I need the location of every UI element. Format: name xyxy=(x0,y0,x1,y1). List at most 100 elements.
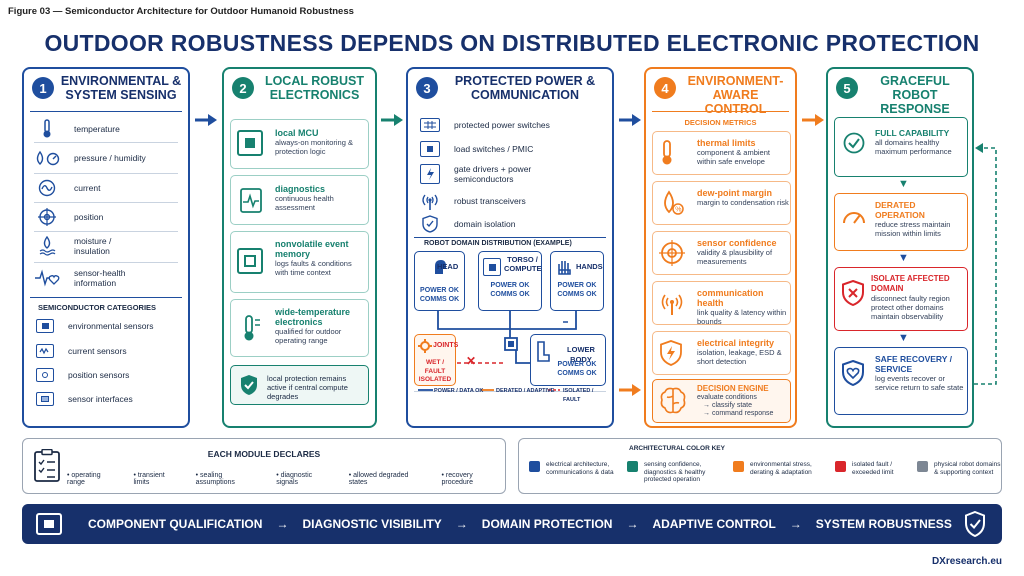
category-item: current sensors xyxy=(36,344,127,358)
chip-icon xyxy=(483,258,501,276)
declares-items: • operating range • transient limits • s… xyxy=(67,472,474,486)
column-control: 4 ENVIRONMENT-AWARE CONTROL DECISION MET… xyxy=(644,67,797,428)
sensing-item: sensor-health information xyxy=(34,266,184,290)
step-number: 1 xyxy=(32,77,54,99)
category-item: environmental sensors xyxy=(36,319,154,333)
domain-lower-body: LOWER BODY POWER OK COMMS OK xyxy=(530,334,606,386)
thermometer-icon xyxy=(659,140,675,166)
gauge-icon xyxy=(841,206,867,226)
water-drop-icon xyxy=(34,236,60,256)
column-response: 5 GRACEFUL ROBOT RESPONSE FULL CAPABILIT… xyxy=(826,67,974,428)
domain-torso: TORSO / COMPUTE POWER OK COMMS OK xyxy=(478,251,542,311)
step-number: 5 xyxy=(836,77,858,99)
credit: DXresearch.eu xyxy=(931,556,1002,567)
distribution-heading: ROBOT DOMAIN DISTRIBUTION (EXAMPLE) xyxy=(424,240,572,247)
current-wave-icon xyxy=(34,179,60,197)
sensing-item: current xyxy=(34,177,184,199)
down-arrow-icon: ▼ xyxy=(898,252,909,264)
power-item: gate drivers + power semiconductors xyxy=(420,162,564,186)
legend-fault: ISOLATED / FAULT xyxy=(563,388,594,403)
key-orange: environmental stress, derating & adaptat… xyxy=(733,461,829,476)
shield-x-icon xyxy=(841,280,865,306)
sensing-item: pressure / humidity xyxy=(34,147,184,169)
chip-icon xyxy=(420,141,440,157)
domain-head: HEAD POWER OK COMMS OK xyxy=(414,251,465,311)
target-icon xyxy=(659,240,685,266)
down-arrow-icon: ▼ xyxy=(898,332,909,344)
svg-text:%: % xyxy=(675,207,681,214)
summary-banner: COMPONENT QUALIFICATION → DIAGNOSTIC VIS… xyxy=(22,504,1002,544)
column-title: ENVIRONMENTAL & SYSTEM SENSING xyxy=(60,74,182,102)
shield-check-icon xyxy=(964,511,986,537)
step-number: 4 xyxy=(654,77,676,99)
hand-icon xyxy=(555,258,573,276)
color-key-panel: ARCHITECTURAL COLOR KEY electrical archi… xyxy=(518,438,1002,494)
chip-icon xyxy=(36,344,54,358)
power-item: domain isolation xyxy=(420,214,515,234)
pressure-gauge-icon xyxy=(34,150,60,166)
domain-hands: HANDS POWER OK COMMS OK xyxy=(550,251,604,311)
shield-check-icon xyxy=(239,374,259,396)
key-gray: physical robot domains & supporting cont… xyxy=(917,461,1001,476)
legend-ok: POWER / DATA OK xyxy=(434,388,484,394)
chip-icon xyxy=(237,130,263,156)
power-item: protected power switches xyxy=(420,116,550,134)
flow-arrow xyxy=(195,114,217,126)
switch-grid-icon xyxy=(420,118,440,132)
heartbeat-icon xyxy=(34,269,60,287)
flow-arrow xyxy=(381,114,403,126)
power-item: load switches / PMIC xyxy=(420,140,533,158)
shield-bolt-icon xyxy=(659,340,683,366)
checklist-icon xyxy=(33,449,61,483)
down-arrow-icon: ▼ xyxy=(898,178,909,190)
sensing-item: position xyxy=(34,206,184,228)
column-title: PROTECTED POWER & COMMUNICATION xyxy=(454,74,596,102)
categories-heading: SEMICONDUCTOR CATEGORIES xyxy=(38,303,157,312)
legend-derated: DERATED / ADAPTIVE xyxy=(496,388,555,394)
flow-arrow xyxy=(619,384,641,396)
column-title: ENVIRONMENT-AWARE CONTROL xyxy=(687,74,784,116)
sensing-item: temperature xyxy=(34,119,184,139)
step-number: 3 xyxy=(416,77,438,99)
declares-title: EACH MODULE DECLARES xyxy=(207,449,321,459)
memory-chip-icon xyxy=(237,248,263,274)
module-declares-panel: EACH MODULE DECLARES • operating range •… xyxy=(22,438,506,494)
crosshair-icon xyxy=(34,208,60,226)
recovery-loop-arrow xyxy=(974,143,997,385)
category-item: sensor interfaces xyxy=(36,392,133,406)
thermometer-icon xyxy=(239,314,263,342)
check-circle-icon xyxy=(843,132,865,154)
fault-cross-icon: ✕ xyxy=(466,354,477,368)
color-key-title: ARCHITECTURAL COLOR KEY xyxy=(629,445,725,452)
figure-label: Figure 03 — Semiconductor Architecture f… xyxy=(8,6,354,17)
shield-check-icon xyxy=(420,215,440,233)
chip-icon xyxy=(36,513,62,535)
column-power-comm: 3 PROTECTED POWER & COMMUNICATION protec… xyxy=(406,67,614,428)
flow-arrow xyxy=(802,114,824,126)
chip-icon xyxy=(36,392,54,406)
head-icon xyxy=(430,257,450,277)
clipboard-pulse-icon xyxy=(239,186,263,214)
chip-icon xyxy=(36,368,54,382)
power-item: robust transceivers xyxy=(420,191,526,211)
category-item: position sensors xyxy=(36,368,129,382)
column-title: GRACEFUL ROBOT RESPONSE xyxy=(880,74,950,116)
key-teal: sensing confidence, diagnostics & health… xyxy=(627,461,727,484)
key-red: isolated fault / exceeded limit xyxy=(835,461,911,476)
column-title: LOCAL ROBUST ELECTRONICS xyxy=(264,74,365,102)
antenna-icon xyxy=(659,290,685,316)
dew-drop-icon: % xyxy=(659,190,685,216)
